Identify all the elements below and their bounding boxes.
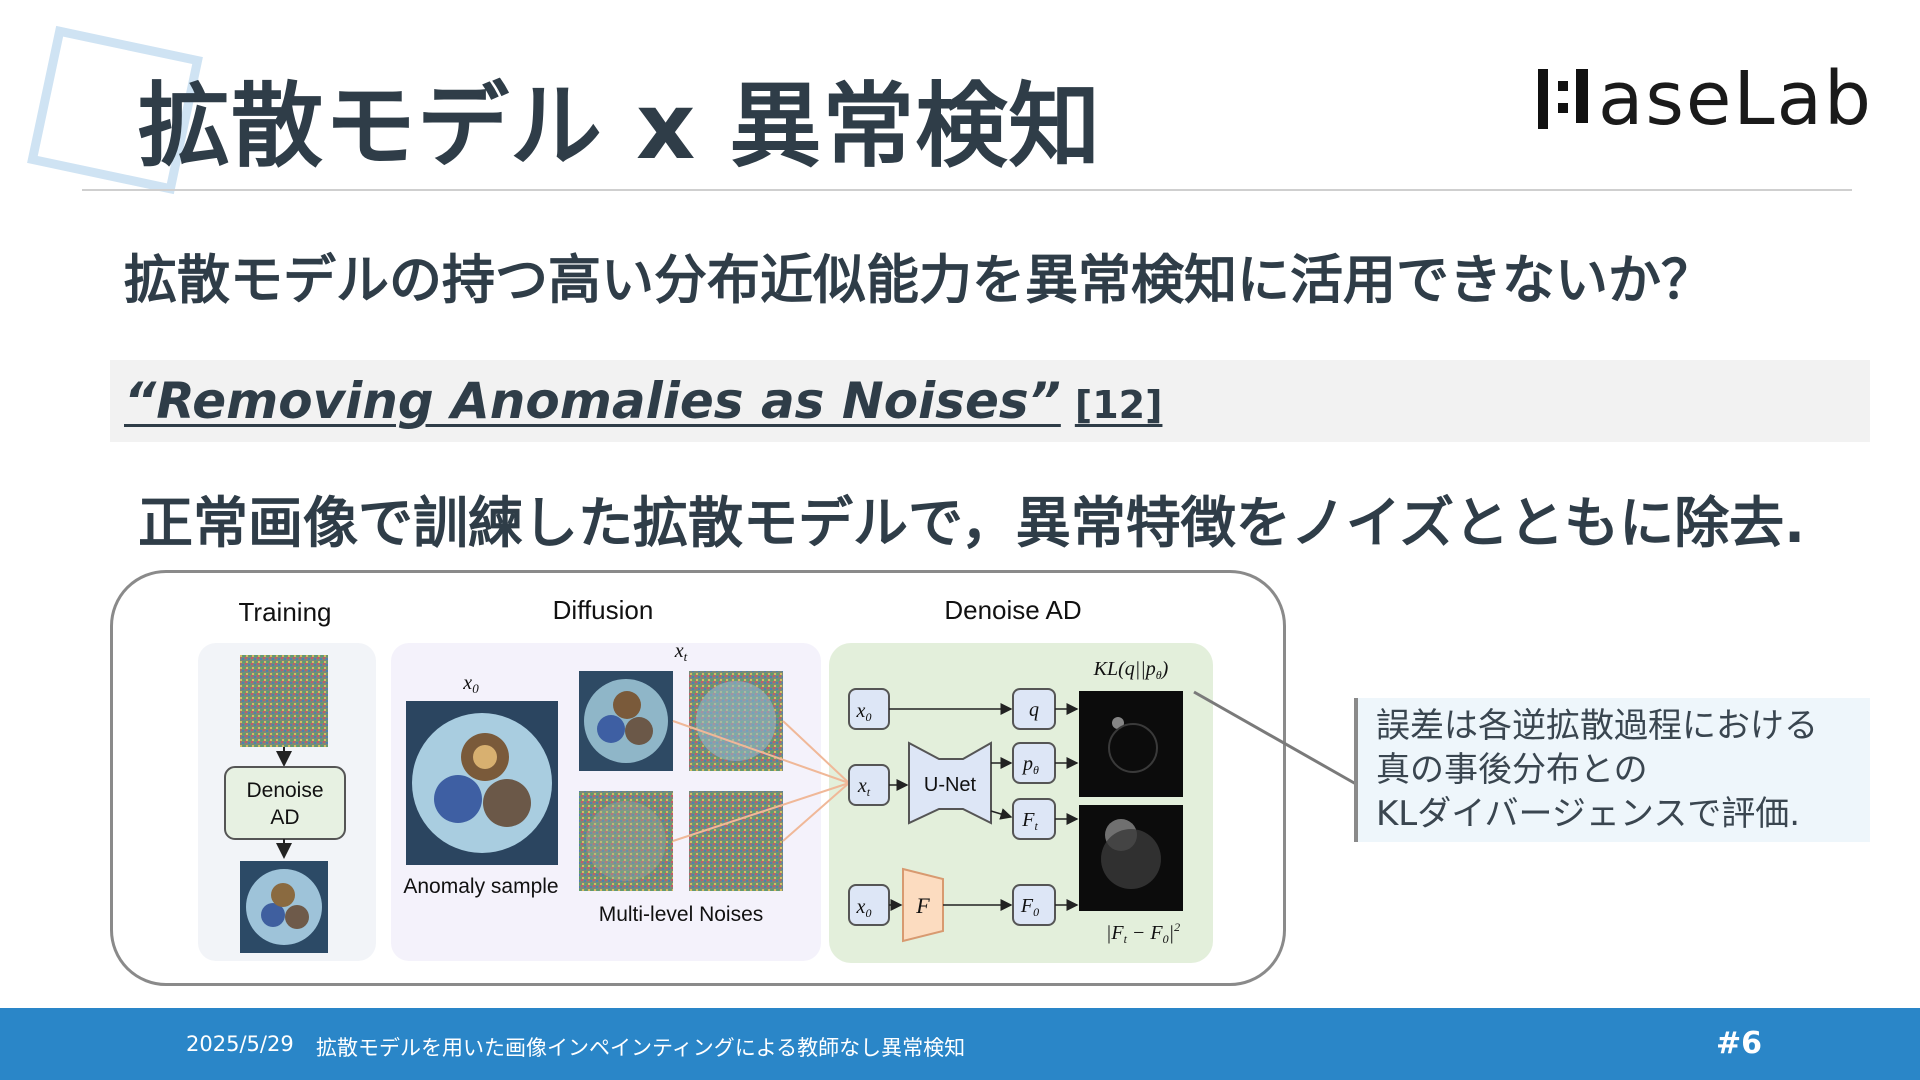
research-question: 拡散モデルの持つ高い分布近似能力を異常検知に活用できないか？	[124, 250, 1714, 311]
title-divider	[82, 189, 1852, 191]
callout-connector	[1193, 690, 1357, 786]
slide-title: 拡散モデル x 異常検知	[138, 73, 1102, 180]
callout-line-3: KLダイバージェンスで評価.	[1376, 794, 1801, 834]
page-number: #6	[1716, 1026, 1763, 1061]
paper-banner: “Removing Anomalies as Noises” [12]	[110, 360, 1870, 442]
unet-shape	[908, 741, 992, 825]
logo-mark-icon	[1538, 67, 1594, 131]
section-training: Training	[239, 597, 332, 627]
kl-map	[1079, 691, 1183, 797]
slide-footer: 2025/5/29 拡散モデルを用いた画像インペインティングによる教師なし異常検…	[0, 1008, 1920, 1080]
kl-explanation-callout: 誤差は各逆拡散過程における 真の事後分布との KLダイバージェンスで評価.	[1354, 698, 1870, 842]
feature-diff-label: |Ft − F0|2	[1106, 920, 1180, 946]
unet-label: U-Net	[924, 774, 977, 796]
node-q-text: q	[1029, 699, 1039, 721]
f-label: F	[915, 893, 930, 918]
callout-line-2: 真の事後分布との	[1376, 750, 1648, 790]
training-box-line2: AD	[270, 806, 299, 829]
lab-logo: aseLab	[1538, 56, 1873, 142]
method-figure: Training Diffusion Denoise AD Denoise AD…	[110, 570, 1286, 986]
noise-level-3	[579, 791, 673, 891]
method-diagram: Training Diffusion Denoise AD Denoise AD…	[198, 595, 1213, 963]
anomaly-sample-label: Anomaly sample	[403, 875, 558, 898]
section-diffusion: Diffusion	[553, 595, 654, 625]
noise-level-4	[689, 791, 783, 891]
logo-text: aseLab	[1598, 56, 1873, 142]
training-noise-image	[240, 655, 328, 747]
section-denoise: Denoise AD	[944, 595, 1081, 625]
footer-date: 2025/5/29	[186, 1032, 294, 1056]
paper-title: “Removing Anomalies as Noises” [12]	[124, 372, 1162, 430]
footer-title: 拡散モデルを用いた画像インペインティングによる教師なし異常検知	[316, 1036, 966, 1060]
callout-line-1: 誤差は各逆拡散過程における	[1376, 706, 1818, 746]
paper-reference: [12]	[1074, 383, 1163, 427]
node-ft-text: Ft	[1021, 809, 1038, 833]
method-statement: 正常画像で訓練した拡散モデルで，異常特徴をノイズとともに除去.	[138, 491, 1806, 555]
multi-level-label: Multi-level Noises	[599, 903, 764, 926]
training-box-line1: Denoise	[246, 779, 323, 802]
paper-title-text: “Removing Anomalies as Noises”	[124, 372, 1061, 430]
